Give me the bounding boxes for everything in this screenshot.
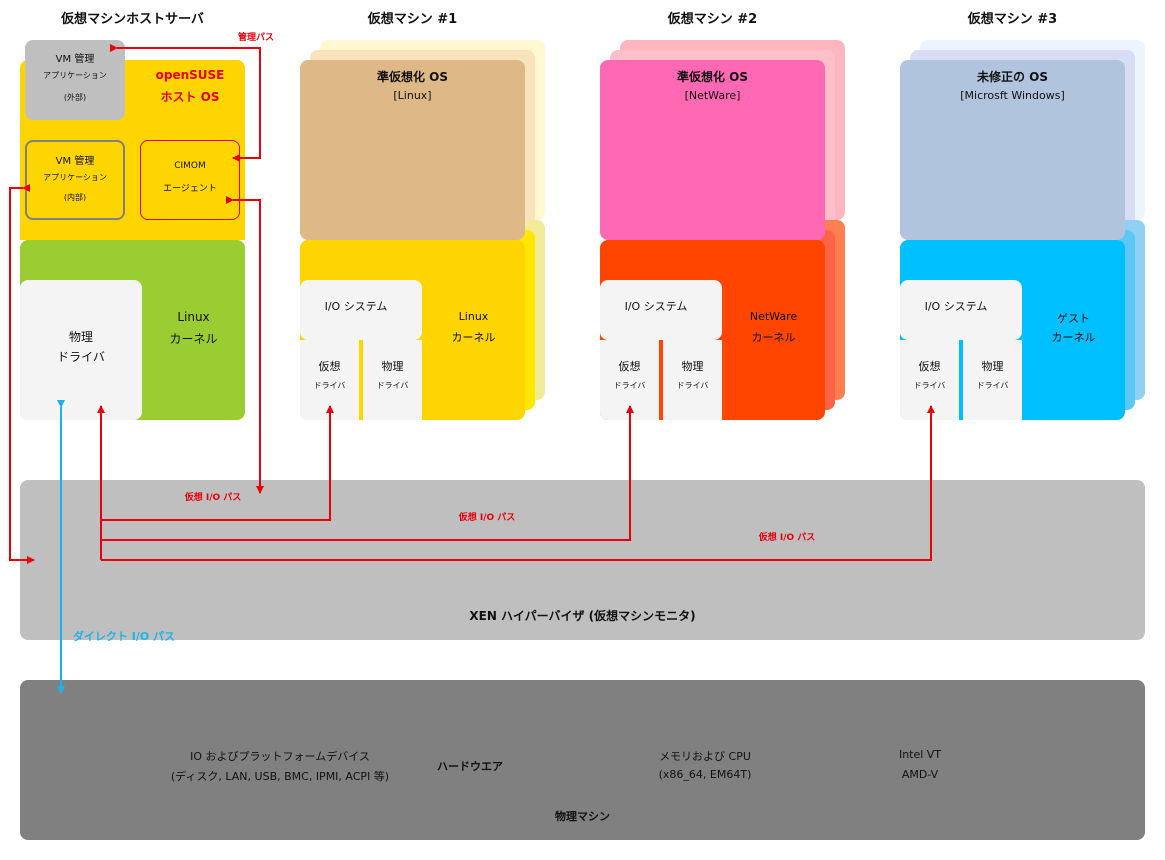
vm1-vdrv-line2: ドライバ	[313, 381, 346, 390]
vm2-io-path-line	[101, 405, 634, 541]
hardware-panel: IO およびプラットフォームデバイス (ディスク, LAN, USB, BMC,…	[20, 680, 1145, 840]
vm3-pdrv-line2: ドライバ	[976, 381, 1009, 390]
vm3-io-path-line	[101, 405, 935, 561]
direct-io-path-label: ダイレクト I/O パス	[72, 630, 176, 643]
vm-mgmt-ext-line3: (外部)	[63, 93, 87, 102]
host-driver-line1: 物理	[68, 330, 93, 344]
mgmt-path-label: 管理パス	[237, 33, 274, 43]
vm1-kernel-line1: Linux	[458, 310, 489, 323]
vm1-pdrv-line2: ドライバ	[376, 381, 409, 390]
vm-mgmt-ext-line1: VM 管理	[55, 54, 95, 65]
vm2-io-system-box: I/O システム	[600, 280, 722, 340]
vm1-os-subtitle: [Linux]	[393, 89, 432, 102]
vm1-kernel-line2: カーネル	[451, 331, 496, 344]
hw-io-line1: IO およびプラットフォームデバイス	[190, 750, 370, 763]
vm1-io-path-line	[101, 405, 334, 521]
vm1-io-label: I/O システム	[324, 300, 388, 313]
header-vm3: 仮想マシン #3	[967, 12, 1058, 27]
vm2-pdrv-line1: 物理	[681, 360, 704, 373]
vm2-kernel-line1: NetWare	[749, 310, 798, 323]
vm3-io-system-box: I/O システム	[900, 280, 1022, 340]
vm1-io-system-box: I/O システム	[300, 280, 422, 340]
vm3-vdrv-line1: 仮想	[918, 360, 941, 373]
hw-mem-line1: メモリおよび CPU	[659, 750, 751, 763]
host-kernel-line1: Linux	[177, 310, 210, 324]
hw-vt-line1: Intel VT	[898, 748, 942, 761]
vm2-io-path-label: 仮想 I/O パス	[458, 513, 516, 523]
vm2-vdrv-line2: ドライバ	[613, 381, 646, 390]
header-vm1: 仮想マシン #1	[367, 12, 458, 27]
cimom-line2: エージェント	[163, 184, 217, 194]
vm1-os-panel	[300, 60, 525, 240]
vm3-io-path-label: 仮想 I/O パス	[758, 533, 816, 543]
vm3-kernel-line2: カーネル	[1051, 331, 1096, 344]
header-host: 仮想マシンホストサーバ	[61, 12, 204, 27]
mgmt-path-line	[110, 44, 261, 162]
vm-mgmt-internal-box: VM 管理 アプリケーション (内部)	[25, 140, 125, 220]
vm-mgmt-int-line2: アプリケーション	[43, 173, 107, 182]
hw-label: ハードウエア	[437, 760, 503, 773]
vm3-pdrv-line1: 物理	[981, 360, 1004, 373]
vm3-kernel-line1: ゲスト	[1057, 312, 1090, 325]
hw-vt-line2: AMD-V	[901, 768, 939, 781]
vm3-physical-driver-box: 物理 ドライバ	[963, 340, 1022, 420]
vm2-kernel-line2: カーネル	[751, 331, 796, 344]
vm2-os-panel	[600, 60, 825, 240]
vm1-vdrv-line1: 仮想	[318, 360, 341, 373]
vm2-pdrv-line2: ドライバ	[676, 381, 709, 390]
vm2-physical-driver-box: 物理 ドライバ	[663, 340, 722, 420]
vm3-os-title: 未修正の OS	[976, 70, 1049, 84]
header-vm2: 仮想マシン #2	[667, 12, 758, 27]
vm3-os-subtitle: [Microsft Windows]	[960, 89, 1065, 102]
vm1-os-title: 準仮想化 OS	[376, 70, 449, 84]
cimom-line1: CIMOM	[174, 161, 206, 171]
vm3-io-label: I/O システム	[924, 300, 988, 313]
hypervisor-label: XEN ハイパーバイザ (仮想マシンモニタ)	[469, 609, 696, 623]
vm-mgmt-external-box: VM 管理 アプリケーション (外部)	[25, 40, 125, 120]
vm2-io-label: I/O システム	[624, 300, 688, 313]
physical-machine-label: 物理マシン	[555, 810, 610, 823]
vm2-os-title: 準仮想化 OS	[676, 70, 749, 84]
vm2-os-subtitle: [NetWare]	[684, 89, 741, 102]
vm-mgmt-ext-line2: アプリケーション	[43, 71, 107, 80]
host-physical-driver-box: 物理 ドライバ	[20, 280, 142, 420]
vm3-vdrv-line2: ドライバ	[913, 381, 946, 390]
vm-mgmt-int-line3: (内部)	[63, 193, 87, 202]
hw-mem-line2: (x86_64, EM64T)	[658, 768, 752, 781]
vm1-io-path-label: 仮想 I/O パス	[184, 493, 242, 503]
hw-io-line2: (ディスク, LAN, USB, BMC, IPMI, ACPI 等)	[170, 770, 390, 783]
vm1-pdrv-line1: 物理	[381, 360, 404, 373]
internal-mgmt-line	[9, 184, 35, 564]
vm2-vdrv-line1: 仮想	[618, 360, 641, 373]
host-kernel-line2: カーネル	[169, 332, 218, 346]
host-driver-line2: ドライバ	[57, 350, 105, 364]
cimom-hypervisor-line	[226, 196, 264, 494]
vm-mgmt-int-line1: VM 管理	[55, 156, 95, 167]
vm3-os-panel	[900, 60, 1125, 240]
vm1-physical-driver-box: 物理 ドライバ	[363, 340, 422, 420]
